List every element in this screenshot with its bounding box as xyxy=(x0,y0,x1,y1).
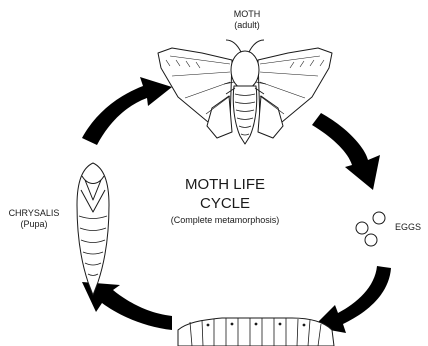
arrow-pupa-to-moth xyxy=(82,77,172,145)
larva-body xyxy=(178,318,334,346)
moth-illustration xyxy=(158,40,332,144)
egg-3 xyxy=(365,234,377,246)
arrow-eggs-to-larva xyxy=(313,266,391,333)
diagram-title-line2: CYCLE xyxy=(150,195,300,213)
larva-illustration xyxy=(178,318,334,346)
moth-thorax xyxy=(231,51,259,89)
egg-2 xyxy=(373,212,385,224)
moth-antennae xyxy=(226,40,264,52)
moth-stage-label: MOTH (adult) xyxy=(222,9,272,31)
eggs-illustration xyxy=(356,212,385,246)
egg-1 xyxy=(356,222,368,234)
chrysalis-stage-note: (Pupa) xyxy=(6,219,62,230)
chrysalis-stage-name: CHRYSALIS xyxy=(6,208,62,219)
chrysalis-stage-label: CHRYSALIS (Pupa) xyxy=(6,208,62,230)
eggs-stage-name: EGGS xyxy=(395,222,428,233)
moth-stage-note: (adult) xyxy=(222,20,272,31)
chrysalis-illustration xyxy=(77,163,109,295)
moth-stage-name: MOTH xyxy=(222,9,272,20)
eggs-stage-label: EGGS xyxy=(395,222,428,233)
diagram-title-line1: MOTH LIFE xyxy=(150,176,300,194)
arrow-moth-to-eggs xyxy=(312,113,380,190)
diagram-subtitle: (Complete metamorphosis) xyxy=(150,214,300,226)
